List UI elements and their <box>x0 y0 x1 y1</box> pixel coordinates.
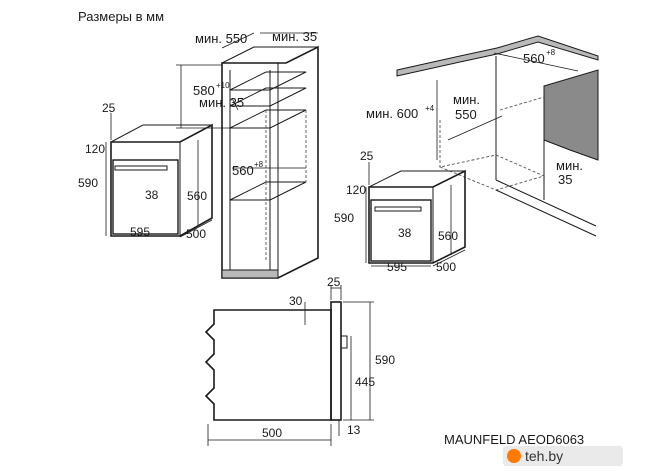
niche-floor <box>438 154 546 191</box>
dim-uc-vent-label-1: мин. <box>556 158 583 173</box>
dim-vent-label: мин. 35 <box>199 95 244 110</box>
side-view-body <box>204 309 332 421</box>
dim-side-depth-label: 500 <box>262 426 282 440</box>
oven-right-drawing: 25 120 590 38 560 595 500 <box>334 149 466 274</box>
dim-uc-depth-label-2: 550 <box>455 107 477 122</box>
cabinet-shelf-vent <box>229 87 307 107</box>
dim-right-depth <box>432 249 466 267</box>
dim-line-width <box>221 32 255 49</box>
dim-left-panel-label: 120 <box>85 142 105 156</box>
dim-left-top-label: 25 <box>102 101 116 115</box>
oven-left-top-edge <box>110 124 144 143</box>
oven-left-drawing: 25 120 590 38 560 595 500 <box>78 101 213 241</box>
dim-right-width-label: 595 <box>387 260 407 274</box>
dim-left-depth-label: 500 <box>186 227 206 241</box>
side-view-front-panel <box>330 301 342 421</box>
dim-right-body-label: 560 <box>438 229 458 243</box>
dim-niche-height-tol: +10 <box>216 81 230 90</box>
dim-right-door-label: 38 <box>398 226 412 240</box>
oven-left-handle <box>114 165 168 171</box>
oven-left-door <box>112 159 179 235</box>
oven-right-handle <box>374 206 422 212</box>
watermark-logo: teh.by <box>503 446 623 466</box>
watermark-text: teh.by <box>525 448 564 464</box>
dim-uc-width <box>493 52 579 72</box>
dim-left-body-label: 560 <box>187 189 207 203</box>
niche-base-line-2 <box>495 189 597 237</box>
cabinet-shelf-niche-top <box>229 109 307 129</box>
dim-uc-width-tol: +8 <box>546 48 556 57</box>
model-name: MAUNFELD AEOD6063 <box>444 432 585 447</box>
diagram-title: Размеры в мм <box>78 9 165 24</box>
niche-base-line <box>495 179 597 227</box>
dim-right-depth-label: 500 <box>436 260 456 274</box>
cabinet-top-edge <box>221 46 255 64</box>
dim-uc-height-label: мин. 600 <box>366 106 418 121</box>
dim-left-depth <box>179 219 213 238</box>
dim-uc-vent-label-2: 35 <box>558 172 572 187</box>
dim-niche-width-tol: +8 <box>254 160 264 169</box>
logo-dot-icon <box>507 449 521 463</box>
tall-cabinet-drawing: мин. 550 мин. 35 580 +10 мин. 35 560 +8 <box>176 29 319 279</box>
dim-niche-height-label: 580 <box>193 83 215 98</box>
dim-left-door-label: 38 <box>145 188 159 202</box>
dim-side-height-label: 590 <box>375 353 395 367</box>
countertop <box>396 35 599 77</box>
dim-right-height-label: 590 <box>334 211 354 225</box>
dim-uc-width-label: 560 <box>523 51 545 66</box>
niche-back-top <box>499 96 545 111</box>
side-panel-right <box>543 69 599 161</box>
dim-left-height-label: 590 <box>78 176 98 190</box>
dim-uc-height-tol: +4 <box>425 104 435 113</box>
dim-side-bottom-label: 13 <box>347 423 361 437</box>
dim-right-top-label: 25 <box>360 149 374 163</box>
cabinet-plinth <box>221 269 279 279</box>
oven-right-top-edge <box>368 170 402 188</box>
dim-side-inner-label: 445 <box>355 375 375 389</box>
side-view-drawing: 25 30 590 445 500 13 <box>204 275 395 446</box>
dim-depth-label: мин. 35 <box>272 29 317 44</box>
dim-uc-depth <box>447 115 503 141</box>
undercounter-niche-drawing: 560 +8 мин. 600 +4 мин. 550 мин. 35 <box>366 35 599 237</box>
dim-line-vent <box>231 97 239 111</box>
dim-side-front-label: 25 <box>327 275 341 289</box>
dim-side-handle-label: 30 <box>289 294 303 308</box>
dim-right-panel-label: 120 <box>346 183 366 197</box>
dim-uc-depth-label-1: мин. <box>453 92 480 107</box>
cabinet-shelf-niche-bottom <box>229 181 307 201</box>
dim-left-width-label: 595 <box>130 225 150 239</box>
side-view-handle <box>340 335 348 349</box>
cabinet-shelf-top <box>229 71 307 91</box>
dim-niche-width-label: 560 <box>232 163 254 178</box>
dim-width-label: мин. 550 <box>195 31 247 46</box>
